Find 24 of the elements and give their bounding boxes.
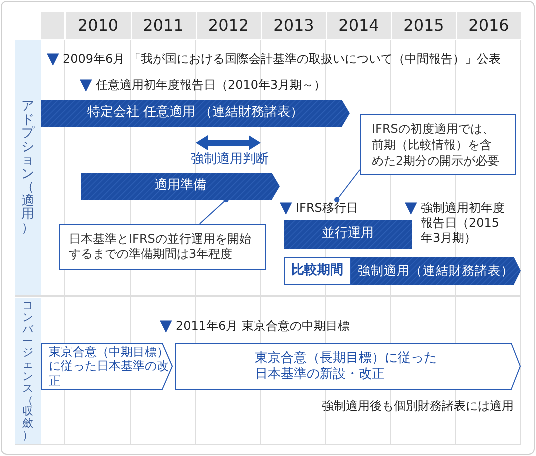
period-box: 比較期間	[284, 257, 351, 285]
milestone-label: ▼任意適用初年度報告日（2010年3月期～）	[80, 77, 326, 93]
note-text: 強制適用後も個別財務諸表には適用	[321, 398, 514, 414]
phase-arrow-box: 東京合意（中期目標）に従った日本基準の改正	[41, 343, 173, 390]
section-band: アドプション（適用）	[15, 40, 41, 295]
phase-arrow-bar: 適用準備	[81, 173, 280, 200]
milestone-label: ▼2011年6月 東京合意の中期目標	[160, 318, 350, 334]
milestone-label: ▼2009年6月 「我が国における国際会計基準の取扱いについて（中間報告）」公表	[47, 51, 501, 67]
year-header: 2011	[132, 12, 196, 39]
year-header: 2016	[457, 12, 521, 39]
year-header: 2010	[66, 12, 130, 39]
span-label: 強制適用判断	[190, 152, 270, 168]
callout-box: IFRSの初度適用では、前期（比較情報）を含めた2期分の開示が必要	[360, 114, 516, 175]
section-band: コンバージェンス（収斂）	[15, 298, 41, 444]
milestone-label: ▼IFRS移行日	[280, 200, 364, 216]
callout-box: 日本基準とIFRSの並行運用を開始するまでの準備期間は3年程度	[59, 224, 266, 270]
phase-bar: 並行運用	[284, 220, 412, 249]
phase-arrow-bar: 強制適用（連結財務諸表）	[351, 257, 521, 285]
phase-arrow-bar: 特定会社 任意適用 （連結財務諸表）	[41, 100, 350, 127]
year-header: 2015	[392, 12, 456, 39]
year-header: 2012	[196, 12, 261, 39]
leader-line	[334, 170, 360, 203]
year-header: 2013	[262, 12, 326, 39]
year-header: 2014	[327, 12, 391, 39]
